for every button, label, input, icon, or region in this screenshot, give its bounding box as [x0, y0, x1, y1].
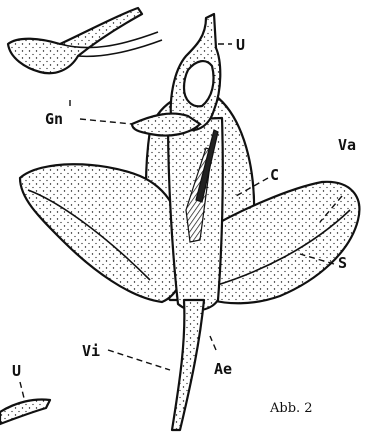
gonapophysis-fragment [8, 8, 162, 73]
label-gn: Gn [45, 110, 63, 128]
vessel-stalk [172, 300, 204, 430]
upper-frame [132, 14, 220, 136]
label-s: S [338, 254, 347, 272]
label-ae: Ae [214, 360, 232, 378]
bottom-left-fragment [0, 400, 50, 425]
aedeagus [168, 118, 223, 310]
figure-caption: Abb. 2 [269, 401, 313, 416]
label-va: Va [338, 136, 356, 154]
label-u-top: U [236, 36, 245, 54]
label-c: C [270, 166, 279, 184]
label-u-bottom: U [12, 362, 21, 380]
label-vi: Vi [82, 342, 100, 360]
